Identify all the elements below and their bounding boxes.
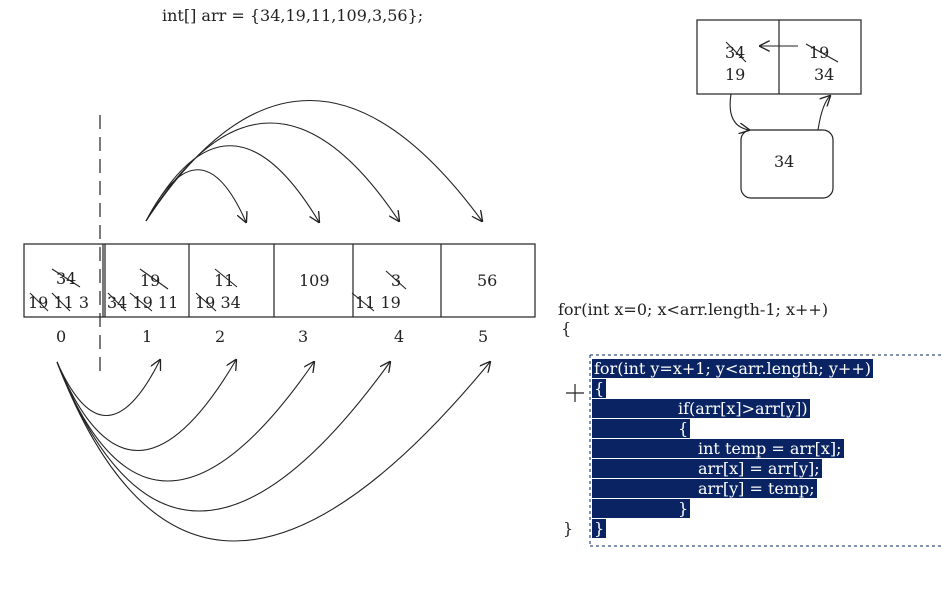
lower-arcs — [56, 360, 490, 542]
code-if-close: } — [592, 499, 691, 518]
selected-inner-close: } — [592, 519, 607, 538]
cell-0-bottom: 19 11 3 — [28, 293, 90, 312]
selected-line-assign-y: arr[y] = temp; — [592, 479, 817, 498]
upper-arcs — [145, 100, 482, 223]
code-outer-for: for(int x=0; x<arr.length-1; x++) — [558, 300, 829, 319]
cell-4-bottom: 11 19 — [355, 293, 401, 312]
cell-1-bottom: 34 19 11 — [107, 293, 179, 312]
selected-if-close: } — [592, 499, 691, 518]
selected-inner-open: { — [592, 379, 607, 398]
selected-line-assign-x: arr[x] = arr[y]; — [592, 459, 822, 478]
cell-2-bottom: 19 34 — [195, 293, 241, 312]
swap-left-bottom: 19 — [725, 65, 746, 84]
temp-value: 34 — [774, 152, 795, 171]
code-outer-close: } — [563, 519, 574, 538]
code-if-line: if(arr[x]>arr[y]) — [592, 399, 810, 418]
code-line-assign-y: arr[y] = temp; — [592, 479, 817, 498]
cell-5-top: 56 — [477, 271, 498, 290]
selected-inner-for: for(int y=x+1; y<arr.length; y++) — [592, 359, 873, 378]
cell-1-top: 19 — [140, 271, 161, 290]
code-inner-open: { — [592, 379, 607, 398]
swap-left-top: 34 — [725, 43, 746, 62]
cell-2-top: 11 — [214, 271, 235, 290]
index-label: 5 — [478, 327, 489, 346]
cell-3-top: 109 — [299, 271, 330, 290]
swap-right-top: 19 — [809, 43, 830, 62]
selected-if-open: { — [592, 419, 691, 438]
array-declaration: int[] arr = {34,19,11,109,3,56}; — [162, 6, 424, 25]
index-label: 3 — [298, 327, 309, 346]
swap-right-bottom: 34 — [814, 65, 835, 84]
swap-box — [696, 19, 862, 199]
selected-if-line: if(arr[x]>arr[y]) — [592, 399, 810, 418]
strike-marks — [29, 268, 407, 312]
cell-0-top: 34 — [56, 269, 77, 288]
selected-line-temp: int temp = arr[x]; — [592, 439, 844, 458]
code-inner-close: } — [592, 519, 607, 538]
swap-strikes — [725, 41, 839, 63]
move-cursor-icon — [566, 384, 584, 402]
selection-frame — [589, 354, 943, 547]
array-box — [23, 243, 536, 318]
swap-arrows — [729, 46, 830, 130]
index-label: 1 — [142, 327, 153, 346]
code-line-assign-x: arr[x] = arr[y]; — [592, 459, 822, 478]
cell-4-top: 3 — [391, 271, 402, 290]
code-line-temp: int temp = arr[x]; — [592, 439, 844, 458]
index-label: 0 — [56, 327, 67, 346]
code-outer-open: { — [561, 319, 572, 338]
index-label: 4 — [394, 327, 405, 346]
code-if-open: { — [592, 419, 691, 438]
index-label: 2 — [215, 327, 226, 346]
code-inner-for: for(int y=x+1; y<arr.length; y++) — [592, 359, 873, 378]
